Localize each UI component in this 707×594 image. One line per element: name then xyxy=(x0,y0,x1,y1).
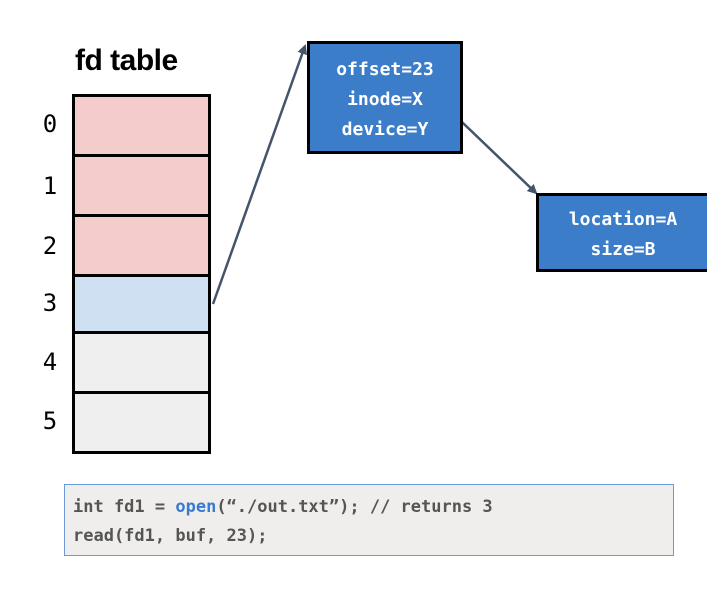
open-file-entry-box: offset=23 inode=X device=Y xyxy=(307,41,463,154)
code-line-1: int fd1 = open(“./out.txt”); // returns … xyxy=(73,493,673,522)
code-line-1-post: (“./out.txt”); // returns 3 xyxy=(216,497,493,517)
fd-cell-3 xyxy=(72,274,211,334)
fd-index-1: 1 xyxy=(42,172,58,200)
fd-index-2: 2 xyxy=(42,232,58,260)
fd-table-title: fd table xyxy=(75,44,178,77)
fd-index-3: 3 xyxy=(42,289,58,317)
inode-entry-box: location=A size=B xyxy=(536,193,707,272)
open-file-line-device: device=Y xyxy=(341,119,429,140)
code-open-call: open xyxy=(175,497,217,517)
arrow-fd3-to-open-file xyxy=(211,44,308,305)
inode-line-location: location=A xyxy=(568,209,678,230)
open-file-line-inode: inode=X xyxy=(347,89,423,110)
fd-index-5: 5 xyxy=(42,407,58,435)
open-file-line-offset: offset=23 xyxy=(336,59,434,80)
fd-index-0: 0 xyxy=(42,110,58,138)
code-line-1-pre: int fd1 = xyxy=(73,497,176,517)
fd-cell-5 xyxy=(72,391,211,454)
code-snippet: int fd1 = open(“./out.txt”); // returns … xyxy=(64,484,674,556)
inode-line-size: size=B xyxy=(590,239,656,260)
code-line-2: read(fd1, buf, 23); xyxy=(73,526,268,546)
fd-cell-4 xyxy=(72,331,211,394)
fd-cell-0 xyxy=(72,94,211,157)
fd-index-4: 4 xyxy=(42,348,58,376)
